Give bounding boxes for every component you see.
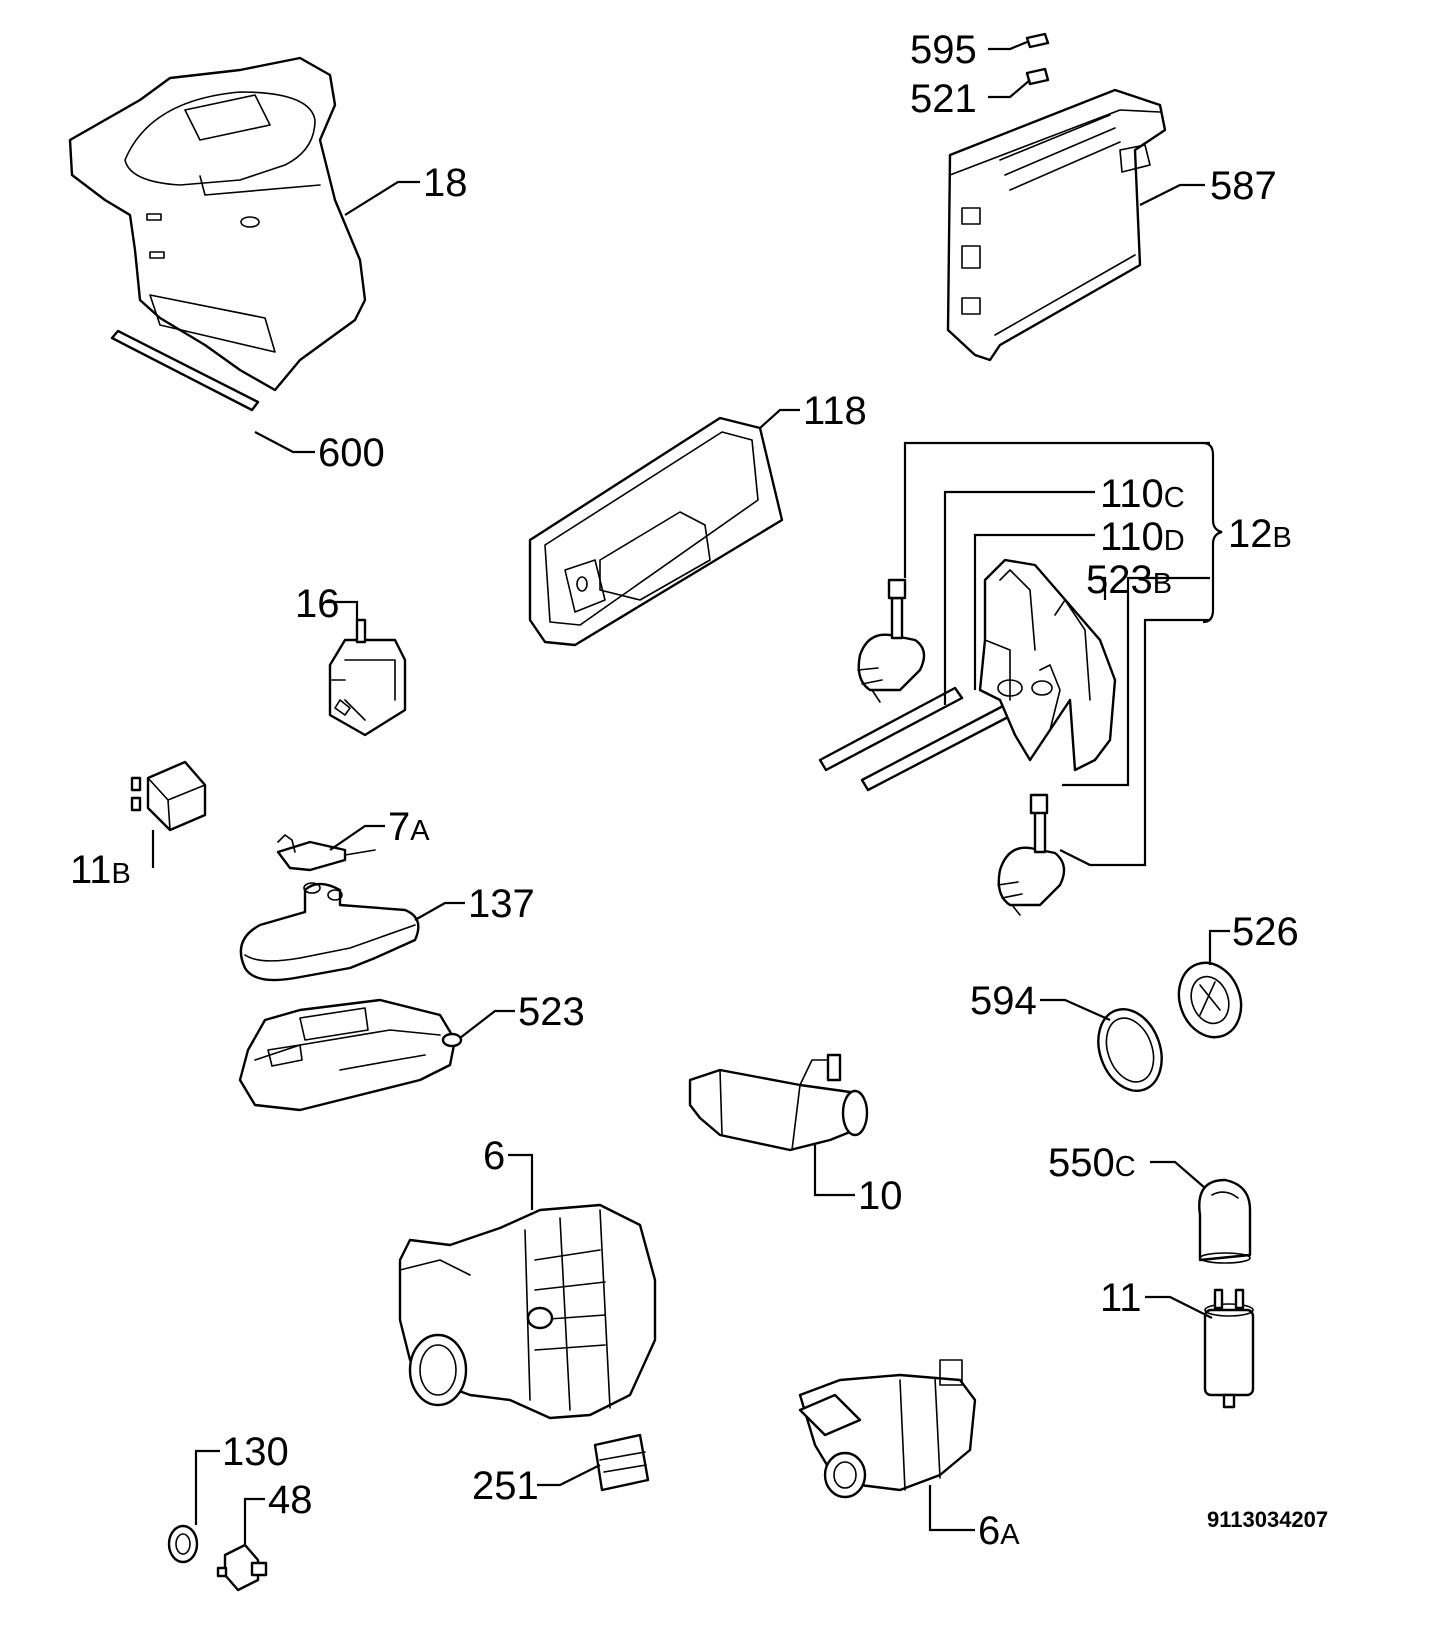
document-number: 9113034207 [1207, 1507, 1328, 1532]
part-16-door-switch [328, 618, 407, 737]
label-526: 526 [1232, 910, 1299, 954]
leader-18 [344, 180, 420, 216]
label-11b: 11B [70, 848, 131, 892]
label-595: 595 [910, 28, 977, 72]
leader-526 [1208, 929, 1230, 965]
leader-523 [459, 1009, 515, 1039]
label-18: 18 [423, 161, 468, 205]
label-137: 137 [468, 882, 535, 926]
leader-110d [973, 533, 1095, 690]
part-600-rod [110, 329, 260, 412]
leader-587 [1139, 183, 1205, 206]
leader-523b [1095, 576, 1107, 600]
leader-6a [928, 1485, 975, 1532]
label-7a: 7A [388, 805, 430, 849]
brace-12b [1202, 441, 1223, 624]
leader-12b-a [1062, 576, 1210, 787]
leader-550c [1150, 1160, 1206, 1189]
label-6a: 6A [978, 1509, 1020, 1553]
label-600: 600 [318, 431, 385, 475]
part-118-dispenser [528, 416, 784, 647]
leader-521 [988, 79, 1031, 99]
label-11: 11 [1100, 1276, 1142, 1320]
part-526-valve [1177, 961, 1243, 1039]
leader-137 [414, 901, 465, 921]
part-594-seal [1097, 1008, 1163, 1092]
leader-12b-b [1059, 618, 1210, 867]
leader-10 [813, 1145, 855, 1197]
label-521: 521 [910, 77, 977, 121]
part-11-capacitor [1203, 1288, 1255, 1409]
part-6a-drain-pump [798, 1359, 977, 1499]
part-523-base [238, 998, 463, 1112]
label-110c: 110C [1100, 472, 1185, 516]
part-251-clip [593, 1433, 650, 1492]
part-11b-relay [130, 760, 207, 832]
part-130-ring [167, 1524, 199, 1564]
part-10-heater [688, 1053, 869, 1152]
label-6: 6 [483, 1134, 505, 1178]
label-48: 48 [268, 1478, 313, 1522]
part-7a-bracket [276, 834, 376, 872]
label-523b: 523B [1086, 558, 1172, 602]
leader-lines [151, 40, 1230, 1545]
label-251: 251 [472, 1464, 539, 1508]
leader-11 [1145, 1295, 1213, 1319]
label-594: 594 [970, 979, 1037, 1023]
part-550c-cap [1198, 1178, 1252, 1264]
part-6-circulation-pump [398, 1203, 657, 1420]
leader-6 [508, 1153, 534, 1210]
leader-600 [254, 431, 315, 454]
label-16: 16 [295, 582, 340, 626]
part-137-cover [239, 882, 420, 982]
leader-48 [243, 1497, 265, 1545]
label-12b: 12B [1228, 512, 1292, 556]
label-110d: 110D [1100, 515, 1185, 559]
part-12b-pressure-assembly [818, 558, 1117, 916]
label-587: 587 [1210, 164, 1277, 208]
part-587-control-module [946, 88, 1167, 362]
part-521-fuse [1025, 67, 1050, 86]
leader-110c [943, 490, 1095, 705]
leader-7a [329, 824, 385, 851]
label-523: 523 [518, 990, 585, 1034]
leader-130 [194, 1449, 220, 1525]
part-48-plug [216, 1543, 268, 1592]
label-118: 118 [803, 389, 867, 433]
label-130: 130 [222, 1430, 289, 1474]
part-18-duct-housing [68, 56, 367, 392]
leader-595 [988, 40, 1028, 51]
label-550c: 550C [1048, 1141, 1136, 1185]
leader-118 [759, 408, 800, 429]
label-10: 10 [858, 1174, 903, 1218]
callout-labels: 595 521 587 18 600 118 110C 110D 523B 12… [70, 28, 1328, 1553]
leader-12b-top [903, 441, 1210, 578]
leader-594 [1040, 998, 1111, 1022]
part-595-fuse [1025, 32, 1050, 49]
leader-251 [537, 1464, 601, 1487]
leader-16 [325, 600, 359, 620]
